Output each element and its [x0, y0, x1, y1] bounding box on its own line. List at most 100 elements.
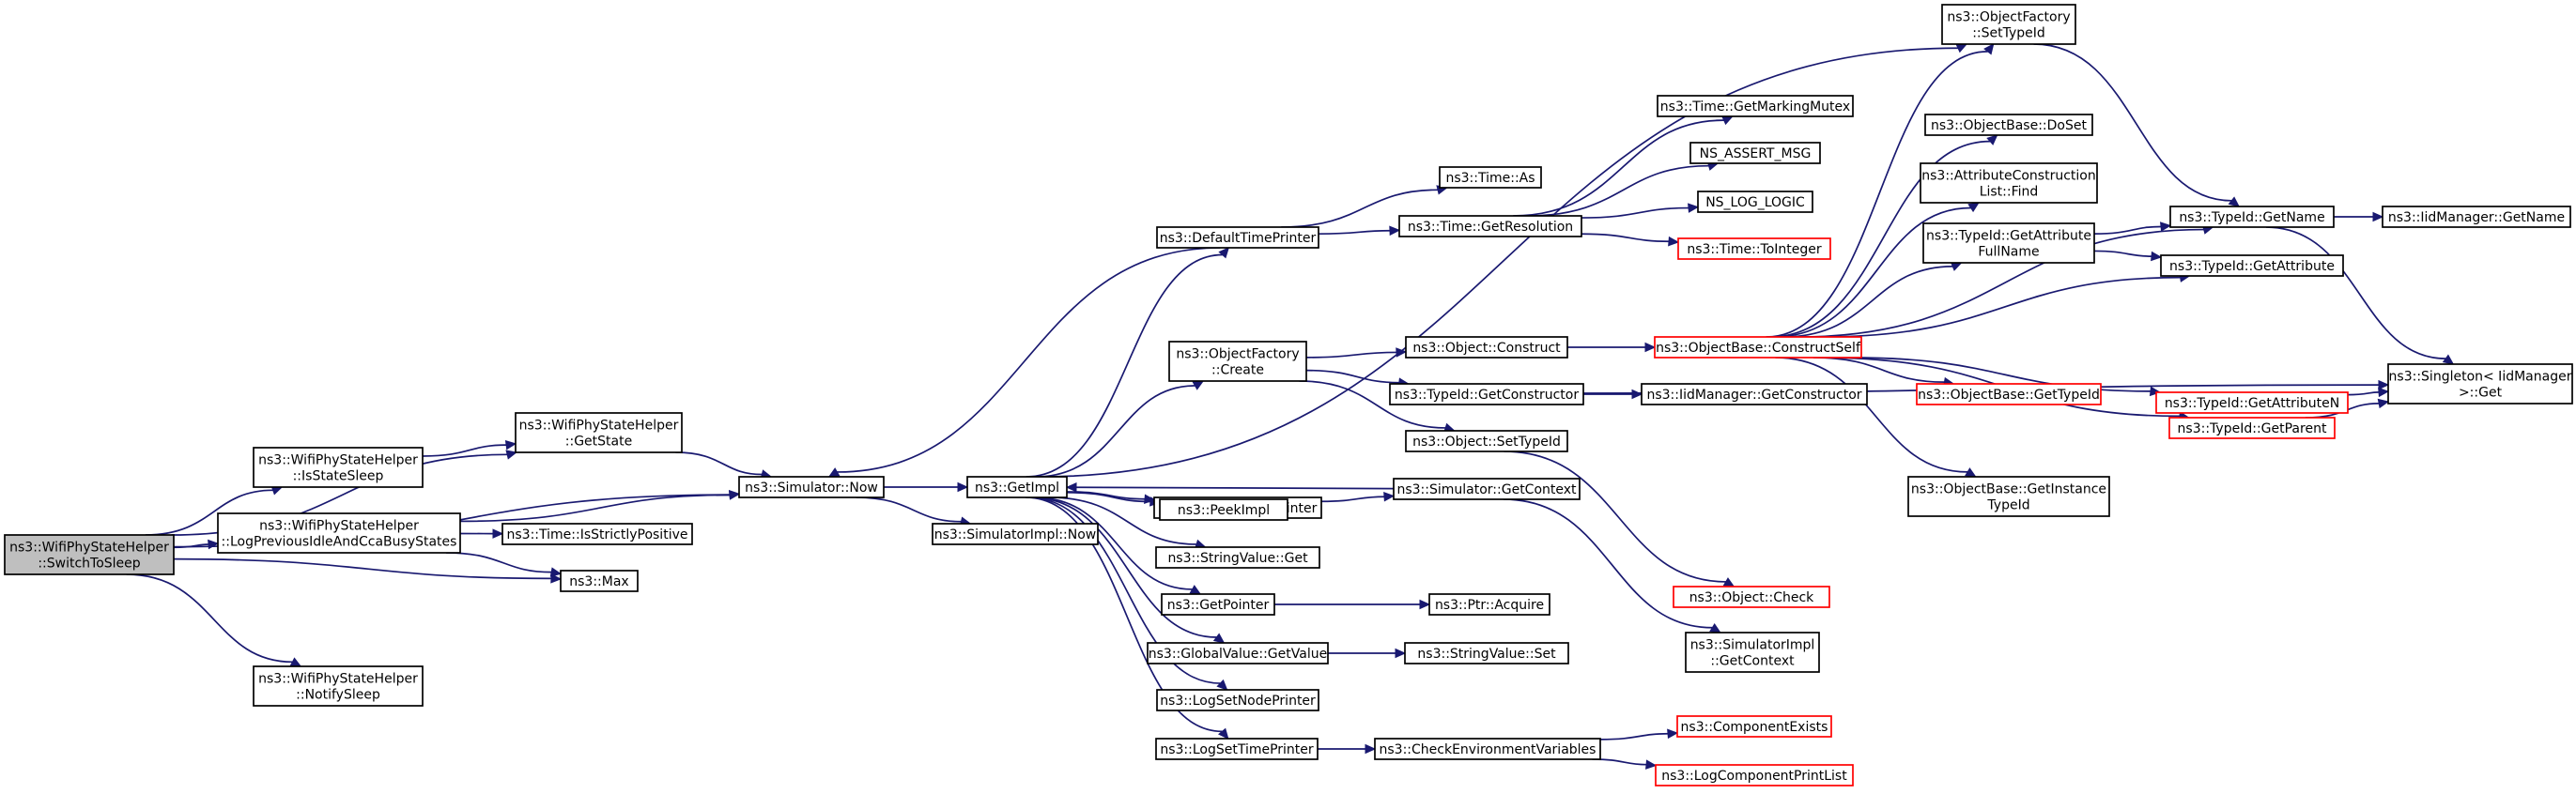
- node-box: [1156, 689, 1319, 711]
- node-box: [1689, 142, 1821, 164]
- node-objfactcreate[interactable]: ns3::ObjectFactory::Create: [1168, 341, 1307, 382]
- node-box: [1405, 430, 1568, 452]
- node-nsassert[interactable]: NS_ASSERT_MSG: [1689, 142, 1821, 164]
- call-edge-objconstruct-to-constructself: [1566, 342, 1657, 353]
- node-getparent[interactable]: ns3::TypeId::GetParent: [2168, 417, 2336, 439]
- node-label: ns3::IidManager::GetName: [2388, 210, 2565, 225]
- node-objfactset[interactable]: ns3::ObjectFactory::SetTypeId: [1941, 4, 2076, 45]
- arrowhead: [827, 467, 841, 478]
- arrowhead: [2228, 196, 2241, 207]
- node-simimplnow[interactable]: ns3::SimulatorImpl::Now: [932, 523, 1099, 545]
- call-edge-defaulttimeprinter-to-simnow: [827, 247, 1221, 478]
- node-label: ns3::StringValue::Get: [1167, 551, 1308, 566]
- node-objcheck[interactable]: ns3::Object::Check: [1673, 586, 1830, 608]
- node-markingmutex[interactable]: ns3::Time::GetMarkingMutex: [1657, 95, 1854, 117]
- node-logcompprint[interactable]: ns3::LogComponentPrintList: [1655, 764, 1854, 786]
- node-label: ns3::WifiPhyStateHelper: [519, 419, 679, 434]
- arrowhead: [1218, 247, 1230, 259]
- arrowhead: [1967, 202, 1980, 213]
- node-ptracquire[interactable]: ns3::Ptr::Acquire: [1428, 593, 1550, 616]
- node-getstate[interactable]: ns3::WifiPhyStateHelper::GetState: [515, 412, 683, 453]
- node-getconstructor[interactable]: ns3::TypeId::GetConstructor: [1389, 383, 1584, 405]
- node-label: ::NotifySleep: [296, 688, 380, 703]
- node-checkenv[interactable]: ns3::CheckEnvironmentVariables: [1374, 738, 1601, 760]
- node-getname[interactable]: ns3::TypeId::GetName: [2169, 206, 2335, 228]
- edge-line: [1797, 228, 2204, 338]
- arrowhead: [1955, 43, 1968, 53]
- arrowhead: [1217, 727, 1229, 740]
- node-compexists[interactable]: ns3::ComponentExists: [1676, 715, 1832, 738]
- node-objconstruct[interactable]: ns3::Object::Construct: [1405, 336, 1568, 359]
- node-box: [2382, 206, 2571, 228]
- node-nslog[interactable]: NS_LOG_LOGIC: [1697, 191, 1813, 213]
- node-getattrn[interactable]: ns3::TypeId::GetAttributeN: [2155, 391, 2349, 414]
- node-strget[interactable]: ns3::StringValue::Get: [1155, 546, 1320, 569]
- node-getresolution[interactable]: ns3::Time::GetResolution: [1398, 215, 1582, 237]
- node-box: [1404, 642, 1569, 664]
- edge-line: [1030, 496, 1217, 638]
- node-logprev[interactable]: ns3::WifiPhyStateHelper::LogPreviousIdle…: [217, 512, 461, 554]
- call-edge-constructself-to-getattrfull: [1782, 262, 1963, 338]
- node-strictpos[interactable]: ns3::Time::IsStrictlyPositive: [501, 523, 693, 545]
- call-edge-checkenv-to-logcompprint: [1592, 758, 1658, 770]
- arrowhead: [1189, 585, 1202, 595]
- arrowhead: [289, 657, 302, 667]
- node-simimplctx[interactable]: ns3::SimulatorImpl::GetContext: [1685, 632, 1820, 673]
- edge-line: [1034, 496, 1193, 590]
- call-edge-logprev-to-simnow: [459, 490, 741, 523]
- arrowhead: [505, 450, 518, 460]
- node-doset[interactable]: ns3::ObjectBase::DoSet: [1924, 114, 2093, 136]
- edge-line: [1773, 206, 1971, 338]
- node-strset[interactable]: ns3::StringValue::Set: [1404, 642, 1569, 664]
- edge-line: [1305, 351, 1397, 359]
- node-tointeger[interactable]: ns3::Time::ToInteger: [1677, 237, 1831, 260]
- edge-line: [1504, 450, 1726, 583]
- node-label: ns3::Max: [569, 574, 628, 589]
- node-label: NS_LOG_LOGIC: [1705, 195, 1805, 210]
- node-box: [1655, 764, 1854, 786]
- edge-line: [145, 489, 273, 536]
- node-simnow[interactable]: ns3::Simulator::Now: [738, 476, 885, 498]
- node-label: ::SetTypeId: [1972, 26, 2045, 41]
- node-logsettime[interactable]: ns3::LogSetTimePrinter: [1155, 738, 1319, 760]
- node-label: ::IsStateSleep: [293, 469, 384, 484]
- node-logsetnode[interactable]: ns3::LogSetNodePrinter: [1156, 689, 1319, 711]
- edge-line: [1513, 119, 1724, 217]
- node-box: [501, 523, 693, 545]
- node-singleton[interactable]: ns3::Singleton< IidManager >::Get: [2387, 363, 2573, 405]
- node-getimpl[interactable]: ns3::GetImpl: [966, 476, 1068, 498]
- node-getattr[interactable]: ns3::TypeId::GetAttribute: [2160, 254, 2344, 277]
- call-edge-getpointer-to-ptracquire: [1274, 599, 1431, 610]
- edge-line: [1782, 265, 1953, 338]
- node-objsettypeid[interactable]: ns3::Object::SetTypeId: [1405, 430, 1568, 452]
- node-root[interactable]: ns3::WifiPhyStateHelper::SwitchToSleep: [4, 534, 175, 575]
- node-globalget[interactable]: ns3::GlobalValue::GetValue: [1147, 642, 1329, 664]
- arrowhead: [1965, 467, 1977, 478]
- node-max[interactable]: ns3::Max: [560, 570, 639, 592]
- node-box: [4, 534, 175, 575]
- node-box: [560, 570, 639, 592]
- node-box: [1374, 738, 1601, 760]
- node-label: ns3::Object::Construct: [1412, 341, 1561, 356]
- call-edge-constructself-to-getinsttypeid: [1775, 357, 1977, 478]
- call-edge-constructself-to-doset: [1769, 134, 1998, 338]
- node-peekimpl[interactable]: ns3::PeekImpl: [1159, 498, 1288, 521]
- arrowhead: [1065, 481, 1077, 493]
- node-getcontext[interactable]: ns3::Simulator::GetContext: [1393, 478, 1581, 500]
- node-isstatesleep[interactable]: ns3::WifiPhyStateHelper::IsStateSleep: [253, 447, 424, 488]
- call-edge-root-to-notifysleep: [126, 573, 302, 667]
- node-iidgetname[interactable]: ns3::IidManager::GetName: [2382, 206, 2571, 228]
- node-iidgetconstructor[interactable]: ns3::IidManager::GetConstructor: [1641, 383, 1868, 405]
- node-box: [1168, 341, 1307, 382]
- node-notifysleep[interactable]: ns3::WifiPhyStateHelper::NotifySleep: [253, 665, 424, 707]
- node-box: [2155, 391, 2349, 414]
- node-defaulttimeprinter[interactable]: ns3::DefaultTimePrinter: [1156, 226, 1319, 249]
- node-constructself[interactable]: ns3::ObjectBase::ConstructSelf: [1654, 336, 1862, 359]
- node-getpointer[interactable]: ns3::GetPointer: [1161, 593, 1275, 616]
- node-objgettypeid[interactable]: ns3::ObjectBase::GetTypeId: [1916, 383, 2102, 405]
- node-timeas[interactable]: ns3::Time::As: [1439, 166, 1542, 189]
